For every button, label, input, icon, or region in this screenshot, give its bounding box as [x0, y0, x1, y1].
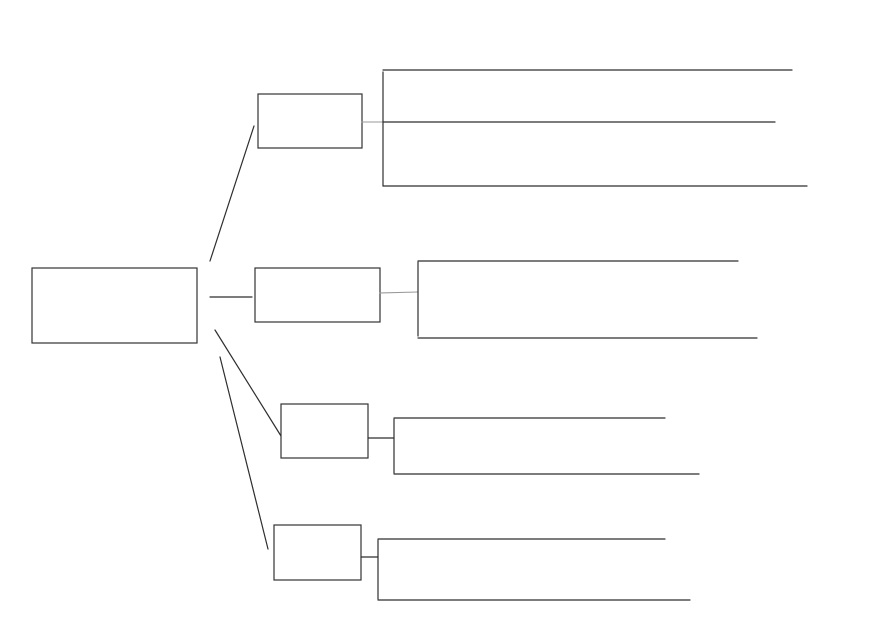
branch-2-stub [379, 291, 419, 294]
branch-3-detail-bracket [393, 417, 700, 475]
branch-2-detail-bracket [417, 260, 758, 339]
connector-root-branch-4 [219, 356, 269, 550]
root-box [31, 267, 198, 344]
branch-1-detail-bracket [382, 69, 808, 187]
branch-box-3 [280, 403, 369, 459]
branch-4-detail-bracket [377, 538, 691, 601]
branch-box-4 [273, 524, 362, 581]
connector-root-branch-3 [214, 329, 282, 437]
branch-box-2 [254, 267, 381, 323]
branch-box-1 [257, 93, 363, 149]
connector-root-branch-1 [209, 125, 255, 262]
